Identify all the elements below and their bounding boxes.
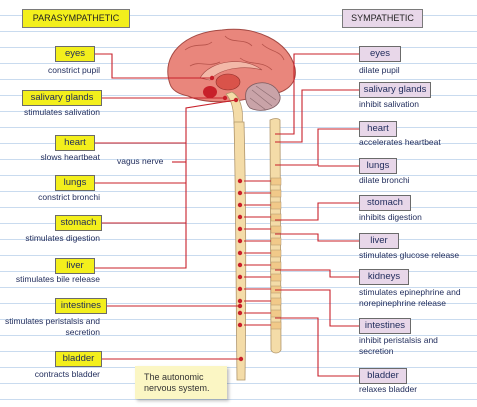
symp-effect-lungs: dilate bronchi	[359, 175, 410, 185]
para-label-heart: heart	[55, 135, 95, 151]
para-effect-stomach: stimulates digestion	[25, 233, 100, 243]
para-nerve-eyes	[93, 53, 212, 79]
nerve-paths	[93, 53, 359, 377]
sympathetic-header: SYMPATHETIC	[342, 9, 423, 28]
sympathetic-ganglion	[270, 201, 282, 210]
para-label-eyes: eyes	[55, 46, 95, 62]
vagus-origin-dot	[233, 97, 239, 103]
vagus-trunk	[93, 99, 237, 269]
cerebellum	[245, 82, 281, 111]
cord-root-dot	[237, 250, 243, 256]
cord-root-dot	[237, 274, 243, 280]
symp-label-lungs: lungs	[359, 158, 397, 174]
cord-root-dot	[237, 190, 243, 196]
symp-nerve-intestines	[275, 289, 359, 327]
sympathetic-ganglion	[270, 297, 282, 306]
symp-effect-intestines: inhibit peristalsis and secretion	[359, 335, 438, 356]
sympathetic-ganglion	[270, 237, 282, 246]
symp-effect-eyes: dilate pupil	[359, 65, 400, 75]
parasympathetic-header: PARASYMPATHETIC	[22, 9, 130, 28]
symp-effect-stomach: inhibits digestion	[359, 212, 422, 222]
symp-nerve-kidneys	[275, 269, 359, 278]
symp-effect-bladder: relaxes bladder	[359, 384, 418, 394]
symp-label-salivary-glands: salivary glands	[359, 82, 431, 98]
symp-nerve-salivary	[275, 89, 359, 143]
para-label-lungs: lungs	[55, 175, 95, 191]
sympathetic-ganglion	[270, 249, 282, 258]
sympathetic-ganglion	[270, 321, 282, 330]
cord-root-dot	[237, 262, 243, 268]
cord-root-dot	[237, 214, 243, 220]
symp-label-stomach: stomach	[359, 195, 411, 211]
cord-root-dot	[237, 178, 243, 184]
symp-nerve-liver	[275, 233, 359, 242]
cord-root-dot	[237, 286, 243, 292]
symp-nerve-bladder	[275, 317, 359, 377]
para-dot-eyes-ganglion	[207, 89, 213, 95]
para-effect-salivary-glands: stimulates salivation	[23, 107, 100, 117]
sympathetic-ganglion	[270, 261, 282, 270]
para-label-salivary-glands: salivary glands	[22, 90, 102, 106]
para-effect-eyes: constrict pupil	[48, 65, 100, 75]
para-dot-intestines	[237, 303, 243, 309]
para-effect-bladder: contracts bladder	[34, 369, 100, 379]
symp-label-kidneys: kidneys	[359, 269, 409, 285]
cord-root-dot	[237, 322, 243, 328]
symp-effect-liver: stimulates glucose release	[359, 250, 460, 260]
cord-root-dot	[237, 310, 243, 316]
para-label-liver: liver	[55, 258, 95, 274]
para-label-intestines: intestines	[55, 298, 107, 314]
cord-root-dot	[237, 298, 243, 304]
sympathetic-ganglion	[270, 273, 282, 282]
cord-root-dot	[237, 238, 243, 244]
para-effect-intestines: stimulates peristalsis and secretion	[5, 316, 100, 337]
sympathetic-ganglion	[270, 177, 282, 186]
para-dot-eyes	[209, 75, 215, 81]
caption-note: The autonomic nervous system.	[135, 366, 227, 399]
sympathetic-ganglion	[270, 189, 282, 198]
para-label-stomach: stomach	[55, 215, 102, 231]
sympathetic-ganglion	[270, 225, 282, 234]
symp-effect-heart: accelerates heartbeat	[359, 137, 441, 147]
sympathetic-ganglion	[270, 309, 282, 318]
cord-root-dot	[237, 202, 243, 208]
para-effect-liver: stimulates bile release	[15, 274, 100, 284]
para-label-bladder: bladder	[55, 351, 102, 367]
symp-label-eyes: eyes	[359, 46, 401, 62]
para-dot-salivary	[222, 95, 228, 101]
cord-root-dot	[237, 226, 243, 232]
symp-label-liver: liver	[359, 233, 399, 249]
symp-nerve-stomach	[275, 202, 359, 221]
symp-effect-salivary-glands: inhibit salivation	[359, 99, 420, 109]
para-dot-bladder	[238, 356, 244, 362]
symp-label-bladder: bladder	[359, 368, 407, 384]
para-effect-lungs: constrict bronchi	[38, 192, 100, 202]
symp-nerve-heart	[275, 128, 359, 166]
vagus-nerve-label: vagus nerve	[117, 156, 164, 166]
symp-effect-kidneys: stimulates epinephrine and norepinephrin…	[359, 287, 461, 308]
para-effect-heart: slows heartbeat	[40, 152, 100, 162]
symp-label-intestines: intestines	[359, 318, 411, 334]
symp-label-heart: heart	[359, 121, 397, 137]
brain-illustration	[167, 28, 296, 125]
symp-nerve-eyes	[275, 53, 359, 135]
